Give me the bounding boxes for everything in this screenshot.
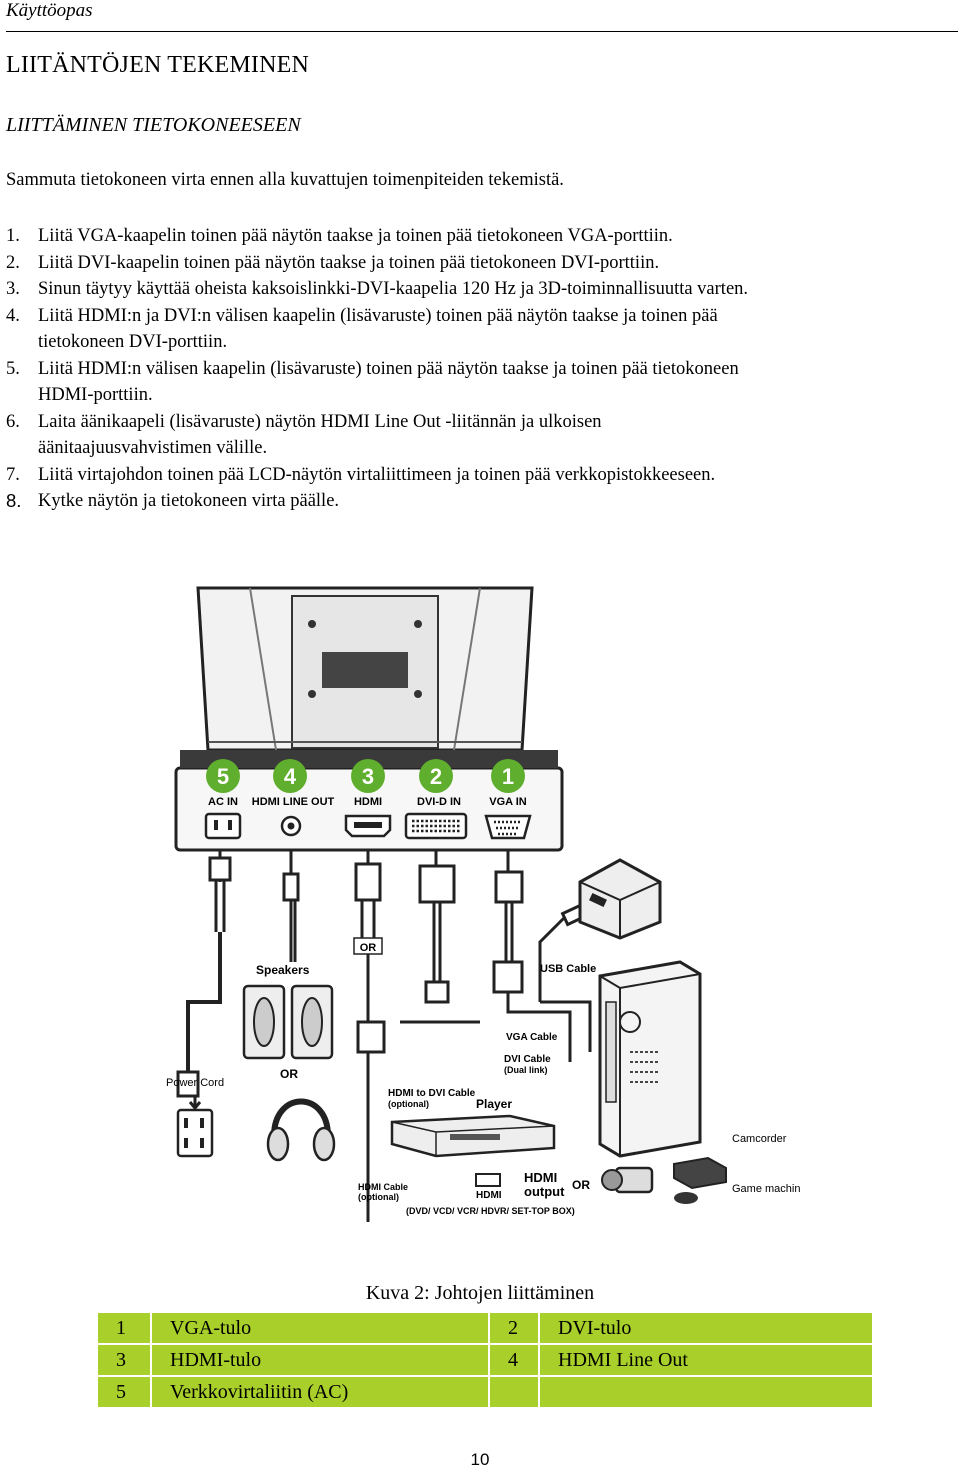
port-number: 3 (362, 764, 374, 789)
hdmi-output-label: output (524, 1184, 565, 1199)
step-number: 8. (6, 490, 22, 511)
port-number: 4 (284, 764, 297, 789)
step-number: 2. (6, 252, 20, 273)
step-number: 4. (6, 305, 20, 326)
legend-number: 4 (488, 1343, 540, 1377)
step-item: 5. Liitä HDMI:n välisen kaapelin (lisäva… (6, 356, 946, 409)
power-cord-label: Power Cord (166, 1077, 224, 1089)
game-machine-label: Game machine (732, 1183, 800, 1195)
port-number: 1 (502, 764, 514, 789)
header-title: Käyttöopas (6, 0, 93, 21)
camcorder-label: Camcorder (732, 1133, 787, 1145)
usb-device-icon (578, 858, 662, 940)
port-number-badge (273, 759, 307, 793)
optional-label: (optional) (388, 1099, 429, 1109)
step-text: Liitä DVI-kaapelin toinen pää näytön taa… (38, 252, 660, 273)
step-item: 1. Liitä VGA-kaapelin toinen pää näytön … (6, 223, 946, 250)
step-text: Liitä VGA-kaapelin toinen pää näytön taa… (38, 226, 673, 246)
step-number: 5. (6, 358, 20, 379)
step-number: 6. (6, 411, 20, 432)
camcorder-icon (601, 1166, 654, 1194)
hdmi-label: HDMI (476, 1190, 502, 1201)
step-text: Liitä virtajohdon toinen pää LCD-näytön … (38, 464, 716, 485)
dvi-cable-label: DVI Cable (504, 1054, 551, 1065)
optional-label: (optional) (358, 1192, 399, 1202)
page-heading: LIITÄNTÖJEN TEKEMINEN (6, 52, 310, 78)
legend-label: DVI-tulo (538, 1311, 874, 1345)
port-number-badge (419, 759, 453, 793)
vga-cable-label: VGA Cable (506, 1032, 558, 1043)
step-text: Sinun täytyy käyttää oheista kaksoislink… (38, 279, 749, 299)
legend-number: 5 (96, 1375, 152, 1409)
game-machine-icon (673, 1156, 727, 1204)
connection-diagram: 5 AC IN 4 HDMI LINE OUT 3 HDMI 2 DVI-D I… (166, 586, 800, 1222)
pc-tower-icon (598, 960, 702, 1158)
port-number: 2 (430, 764, 442, 789)
step-item: 3. Sinun täytyy käyttää oheista kaksoisl… (6, 276, 946, 303)
speakers-label: Speakers (256, 963, 310, 977)
dvi-cable-sub-label: (Dual link) (504, 1065, 548, 1075)
step-number: 3. (6, 279, 20, 299)
legend-number: 2 (488, 1311, 540, 1345)
port-label: HDMI (354, 796, 382, 808)
header-rule (6, 31, 958, 32)
legend-label: HDMI-tulo (150, 1343, 490, 1377)
step-item: 6. Laita äänikaapeli (lisävaruste) näytö… (6, 409, 946, 462)
step-item: 8. Kytke näytön ja tietokoneen virta pää… (6, 488, 946, 515)
hdmi-to-dvi-label: HDMI to DVI Cable (388, 1088, 476, 1099)
or-label: OR (360, 942, 377, 954)
port-number-badge (206, 759, 240, 793)
step-item: 7. Liitä virtajohdon toinen pää LCD-näyt… (6, 462, 946, 489)
page-number: 10 (470, 1450, 490, 1469)
port-panel: 5 AC IN 4 HDMI LINE OUT 3 HDMI 2 DVI-D I… (174, 750, 564, 852)
step-text: Liitä HDMI:n ja DVI:n välisen kaapelin (… (38, 305, 718, 353)
step-number: 7. (6, 464, 20, 485)
steps-list: 1. Liitä VGA-kaapelin toinen pää näytön … (6, 223, 946, 515)
port-number-badge (351, 759, 385, 793)
monitor-back (196, 586, 534, 752)
legend-number (488, 1375, 540, 1409)
port-number: 5 (217, 764, 229, 789)
legend-number: 3 (96, 1343, 152, 1377)
step-item: 4. Liitä HDMI:n ja DVI:n välisen kaapeli… (6, 303, 946, 356)
legend-number: 1 (96, 1311, 152, 1345)
table-row: 1 VGA-tulo 2 DVI-tulo (96, 1311, 874, 1345)
step-text: Laita äänikaapeli (lisävaruste) näytön H… (38, 411, 602, 459)
hdmi-output-label: HDMI (524, 1170, 557, 1185)
cables (176, 850, 592, 1222)
wall-outlet-icon (176, 1108, 214, 1158)
step-item: 2. Liitä DVI-kaapelin toinen pää näytön … (6, 250, 946, 277)
legend-label: HDMI Line Out (538, 1343, 874, 1377)
headphones-icon (266, 1098, 336, 1162)
or-label: OR (572, 1178, 590, 1192)
speakers-icon (242, 984, 334, 1060)
section-subheading: LIITTÄMINEN TIETOKONEESEEN (6, 114, 301, 136)
player-device-icon (390, 1114, 556, 1158)
step-number: 1. (6, 226, 20, 246)
port-number-badge (491, 759, 525, 793)
port-label: VGA IN (489, 796, 527, 808)
step-text: Kytke näytön ja tietokoneen virta päälle… (38, 491, 340, 511)
legend-label: VGA-tulo (150, 1311, 490, 1345)
port-label: AC IN (208, 796, 238, 808)
usb-cable-label: USB Cable (540, 963, 596, 975)
devices-label: (DVD/ VCD/ VCR/ HDVR/ SET-TOP BOX) (406, 1206, 575, 1216)
player-label: Player (476, 1097, 512, 1111)
ac-in-port-icon (204, 812, 242, 840)
legend-label (538, 1375, 874, 1409)
hdmi-cable-label: HDMI Cable (358, 1182, 408, 1192)
table-row: 5 Verkkovirtaliitin (AC) (96, 1375, 874, 1409)
or-label: OR (280, 1067, 298, 1081)
legend-label: Verkkovirtaliitin (AC) (150, 1375, 490, 1409)
step-text: Liitä HDMI:n välisen kaapelin (lisävarus… (38, 358, 739, 406)
intro-text: Sammuta tietokoneen virta ennen alla kuv… (6, 170, 564, 190)
figure-caption: Kuva 2: Johtojen liittäminen (365, 1282, 595, 1304)
port-label: DVI-D IN (417, 796, 461, 808)
legend-table: 1 VGA-tulo 2 DVI-tulo 3 HDMI-tulo 4 HDMI… (96, 1311, 874, 1409)
table-row: 3 HDMI-tulo 4 HDMI Line Out (96, 1343, 874, 1377)
port-label: HDMI LINE OUT (252, 796, 335, 808)
